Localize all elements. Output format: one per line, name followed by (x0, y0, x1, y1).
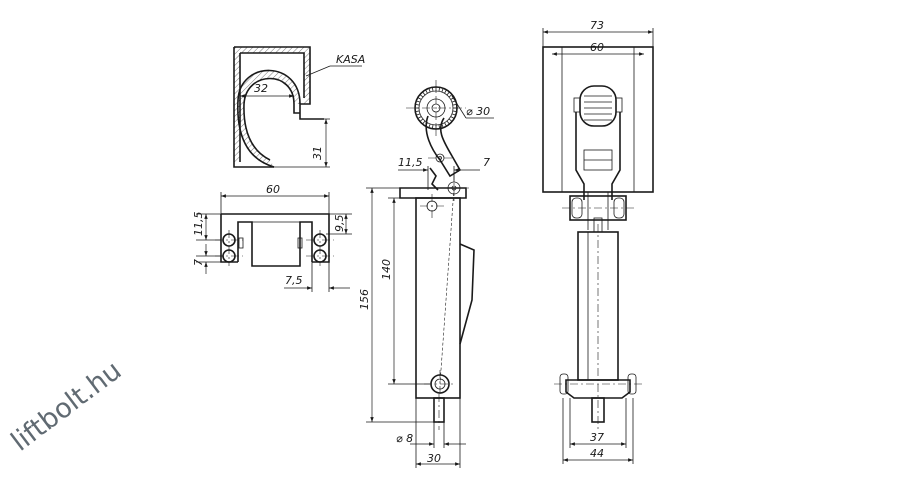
side-view (366, 80, 494, 468)
roller-knurl-tick (451, 113, 456, 116)
roller-knurl-tick (428, 88, 431, 93)
roller-knurl-tick (425, 89, 428, 94)
dim-side-base: 30 (427, 452, 441, 465)
roller-knurl-tick (419, 118, 424, 122)
bracket-top-view (196, 192, 352, 292)
roller-knurl-tick (431, 87, 434, 92)
dim-profile-width: 32 (254, 82, 268, 95)
roller-knurl-tick (419, 94, 424, 98)
dim-front-inner: 60 (590, 41, 604, 54)
dim-bracket-width: 60 (266, 183, 280, 196)
roller (406, 80, 466, 136)
roller-knurl-tick (415, 110, 420, 113)
roller-knurl-tick (415, 103, 420, 106)
dim-side-inner: 140 (380, 259, 393, 280)
roller-knurl-tick (422, 91, 426, 96)
roller-knurl-tick (416, 100, 421, 103)
roller-knurl-tick (448, 94, 453, 98)
dim-front-base: 44 (590, 447, 604, 460)
roller-knurl-tick (416, 113, 421, 116)
roller-knurl-tick (444, 122, 447, 127)
dim-bracket-right: 9,5 (333, 215, 346, 233)
roller-knurl-tick (448, 118, 453, 122)
roller-knurl-tick (438, 87, 441, 92)
dim-side-total: 156 (358, 289, 371, 310)
roller-knurl-tick (431, 124, 434, 129)
roller-knurl-tick (452, 103, 457, 106)
dim-bracket-hole: 7 (192, 259, 205, 266)
roller-knurl-tick (417, 116, 422, 119)
roller-knurl-tick (452, 110, 457, 113)
dim-profile-height: 31 (311, 146, 324, 160)
watermark: liftbolt.hu (6, 355, 128, 458)
roller-knurl-tick (450, 116, 455, 119)
roller-knurl-tick (422, 120, 426, 125)
roller-knurl-tick (441, 88, 444, 93)
dim-front-body: 37 (590, 431, 604, 444)
dim-front-outer: 73 (590, 19, 604, 32)
profile-section-view (233, 46, 362, 168)
profile-label: KASA (336, 53, 365, 66)
dim-bracket-bottom: 7,5 (285, 274, 303, 287)
dim-side-gap: 7 (483, 156, 490, 169)
dim-bracket-left: 11,5 (192, 212, 205, 237)
dim-side-offset: 11,5 (398, 156, 423, 169)
dim-roller-diameter: ⌀ 30 (466, 105, 490, 118)
roller-knurl-tick (417, 97, 422, 100)
roller-knurl-tick (438, 124, 441, 129)
bracket-holes (215, 230, 334, 266)
dim-pin-diameter: ⌀ 8 (396, 432, 413, 445)
front-view (542, 28, 654, 464)
roller-knurl-tick (446, 120, 450, 125)
roller-knurl-tick (444, 89, 447, 94)
roller-knurl-tick (428, 123, 431, 128)
roller-knurl-tick (441, 123, 444, 128)
roller-knurl-tick (446, 91, 450, 96)
